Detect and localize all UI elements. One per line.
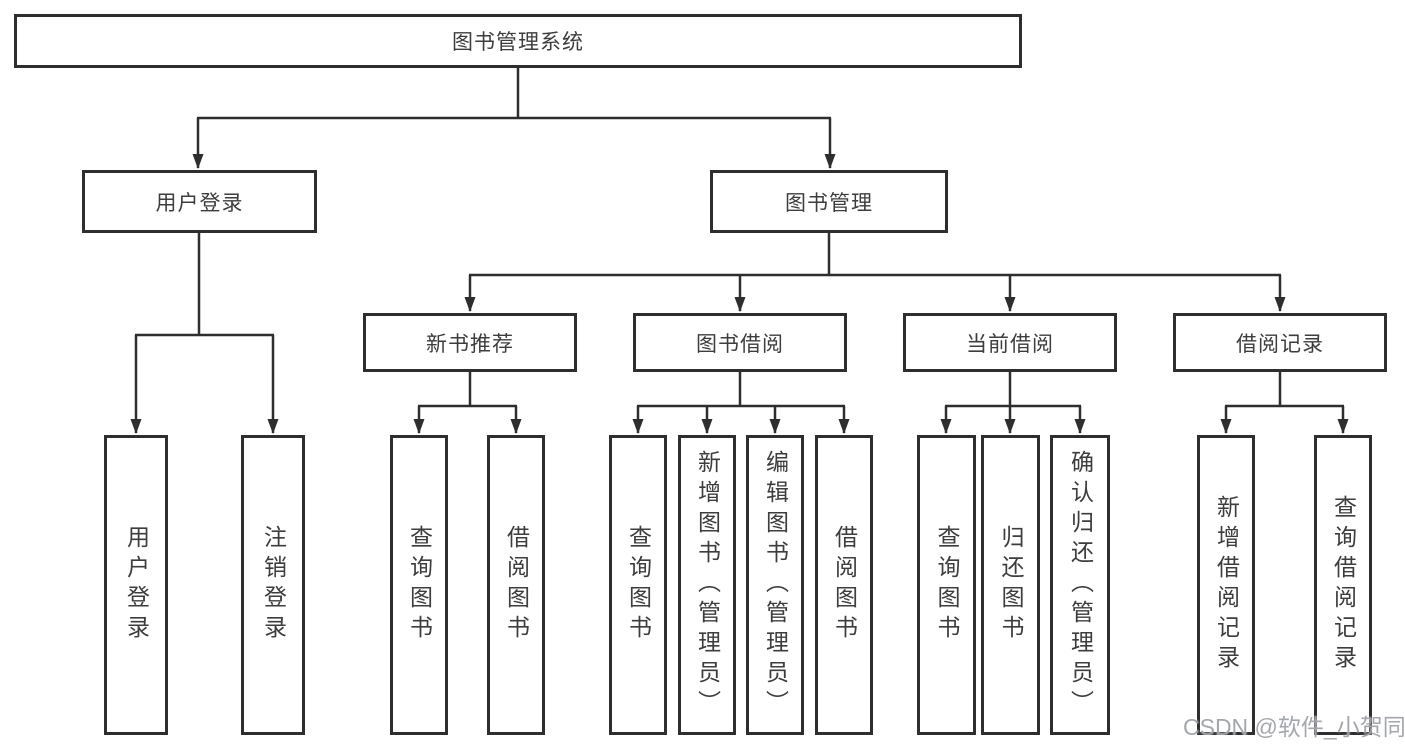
leaf-label: 新增借阅记录 [1213,495,1240,675]
leaf-edit-book-admin: 编辑图书（管理员） [746,435,804,735]
leaf-confirm-return-admin: 确认归还（管理员） [1050,435,1110,735]
leaf-label: 查询图书 [625,525,652,645]
leaf-label: 查询借阅记录 [1330,495,1357,675]
watermark-text: CSDN @软件_小贺同学 [1183,714,1405,740]
leaf-label: 归还图书 [998,525,1024,645]
leaf-label: 用户登录 [123,525,150,645]
node-new-book-recommend: 新书推荐 [363,313,577,372]
leaf-label: 新增图书（管理员） [694,450,721,720]
node-user-login: 用户登录 [82,170,317,233]
leaf-label: 确认归还（管理员） [1067,450,1094,720]
leaf-borrow-books: 借阅图书 [815,435,873,735]
leaf-add-book-admin: 新增图书（管理员） [678,435,736,735]
leaf-return-books: 归还图书 [981,435,1040,735]
leaf-query-borrow-record: 查询借阅记录 [1314,435,1372,735]
leaf-query-books-current: 查询图书 [917,435,976,735]
leaf-user-login: 用户登录 [104,435,168,735]
node-book-management: 图书管理 [710,170,948,233]
leaf-borrow-books-recommend: 借阅图书 [487,435,545,735]
leaf-label: 查询图书 [934,525,960,645]
node-book-borrow: 图书借阅 [633,313,847,372]
leaf-query-books-recommend: 查询图书 [390,435,448,735]
leaf-label: 借阅图书 [831,525,858,645]
leaf-label: 查询图书 [406,525,433,645]
node-borrow-records: 借阅记录 [1173,313,1387,372]
leaf-add-borrow-record: 新增借阅记录 [1197,435,1255,735]
leaf-label: 编辑图书（管理员） [762,450,789,720]
leaf-label: 借阅图书 [503,525,530,645]
leaf-logout: 注销登录 [241,435,305,735]
node-library-system: 图书管理系统 [14,14,1022,68]
node-current-borrow: 当前借阅 [903,313,1117,372]
leaf-query-books-borrow: 查询图书 [609,435,667,735]
leaf-label: 注销登录 [260,525,287,645]
